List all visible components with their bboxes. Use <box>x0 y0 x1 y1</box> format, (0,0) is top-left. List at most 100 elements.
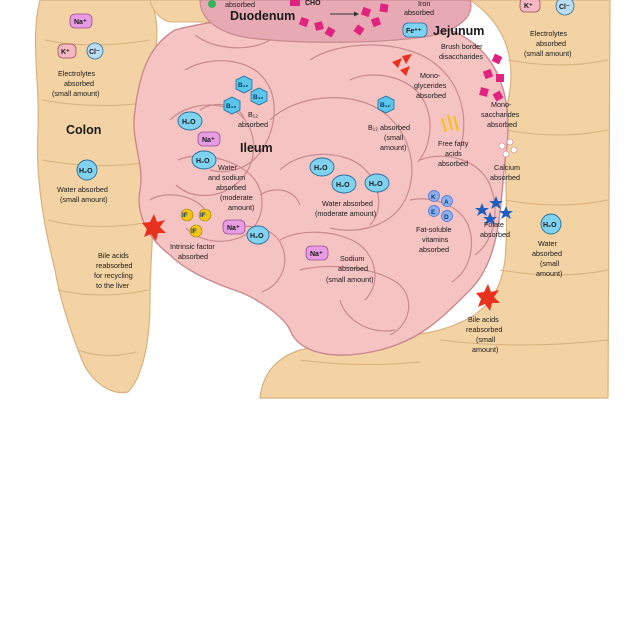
small-intestine <box>133 14 509 356</box>
green-molecule-icon <box>208 0 216 8</box>
na-molecule-icon-center <box>305 245 329 261</box>
water-molecule-icon-ileum <box>177 111 203 131</box>
monosaccharides-2: saccharides <box>481 110 520 119</box>
free-fatty-3: absorbed <box>438 159 468 168</box>
water-right-2: absorbed <box>532 249 562 258</box>
b12-absorbed-2: absorbed <box>238 120 268 129</box>
fe-mol-text: Fe⁺⁺ <box>406 28 422 35</box>
monosaccharides-1: Mono- <box>491 100 512 109</box>
bile-right-2: reabsorbed <box>466 325 502 334</box>
calcium-icons <box>498 138 518 158</box>
b12-icons: B₁₂ B₁₂ B₁₂ B₁₂ <box>223 75 395 115</box>
disaccharide-icons <box>298 3 389 38</box>
water-mol-text-ileum-3: H₂O <box>250 233 264 240</box>
ileum-area: B₁₂ B₁₂ B₁₂ B₁₂ B₁₂ absorbed B₁₂ absorbe… <box>142 75 410 261</box>
electrolytes-left-3: (small amount) <box>52 89 100 98</box>
sodium-small-2: absorbed <box>338 264 368 273</box>
fat-soluble-2: vitamins <box>422 235 449 244</box>
water-sodium-1: Water <box>218 163 238 172</box>
intrinsic-1: Intrinsic factor <box>170 242 215 251</box>
svg-text:IF: IF <box>191 228 197 235</box>
svg-text:B₁₂: B₁₂ <box>253 94 263 101</box>
fat-soluble-3: absorbed <box>419 245 449 254</box>
fatty-acid-icons <box>440 114 460 133</box>
intrinsic-factor-icons: IF IF IF <box>180 208 212 238</box>
water-right-3: (small <box>540 259 560 268</box>
free-fatty-2: acids <box>445 149 462 158</box>
water-sodium-2: and sodium <box>208 173 245 182</box>
bile-acid-icon-left <box>142 214 166 241</box>
electrolytes-right-1: Electrolytes <box>530 29 568 38</box>
monoglycerides-2: glycerides <box>414 81 447 90</box>
k-mol-text-left: K⁺ <box>61 49 70 56</box>
jejunum-label: Jejunum <box>433 24 484 38</box>
cl-molecule-icon-right <box>555 0 575 16</box>
water-right-1: Water <box>538 239 558 248</box>
svg-text:IF: IF <box>182 212 188 219</box>
bile-left-1: Bile acids <box>98 251 129 260</box>
water-molecule-icon-ileum-3 <box>246 225 270 245</box>
k-molecule-icon <box>57 43 77 59</box>
water-mol-text-right: H₂O <box>543 222 557 229</box>
calcium-1: Calcium <box>494 163 520 172</box>
water-mol-text-ileum: H₂O <box>182 119 196 126</box>
cho-label: CHO <box>305 0 321 7</box>
na-mol-text-ileum: Na⁺ <box>202 137 215 144</box>
water-left-2: (small amount) <box>60 195 108 204</box>
brush-border-2: disaccharides <box>439 52 483 61</box>
monoglyceride-icons <box>392 54 412 76</box>
b12-small-3: amount) <box>380 143 406 152</box>
iron-label: Iron <box>418 0 430 8</box>
water-molecule-icon-right <box>540 213 562 235</box>
b12-absorbed-1: B₁₂ <box>248 110 258 119</box>
svg-text:K: K <box>431 194 436 201</box>
water-sodium-4: (moderate <box>220 193 253 202</box>
water-molecule-icon-ileum-2 <box>191 150 217 170</box>
folate-icons <box>475 196 513 225</box>
center-area: H₂O H₂O H₂O Water absorbed (moderate amo… <box>305 157 390 284</box>
svg-text:B₁₂: B₁₂ <box>226 103 236 110</box>
electrolytes-right-3: (small amount) <box>524 49 572 58</box>
svg-text:A: A <box>444 199 449 206</box>
fat-soluble-1: Fat-soluble <box>416 225 452 234</box>
na-mol-text-center: Na⁺ <box>310 251 323 258</box>
cl-molecule-icon <box>86 42 104 60</box>
sodium-small-1: Sodium <box>340 254 364 263</box>
duodenum-label: Duodenum <box>230 9 295 23</box>
water-mol-text-center-3: H₂O <box>369 181 383 188</box>
colon-label: Colon <box>66 123 101 137</box>
iron-absorbed-label: absorbed <box>404 8 434 17</box>
folate-1: Folate <box>484 220 504 229</box>
svg-text:D: D <box>444 214 449 221</box>
sodium-small-3: (small amount) <box>326 275 374 284</box>
monosaccharides-3: absorbed <box>487 120 517 129</box>
water-molecule-icon-center-2 <box>331 174 357 194</box>
water-mol-text-center-1: H₂O <box>314 165 328 172</box>
bile-right-3: (small <box>476 335 496 344</box>
bile-right-4: amount) <box>472 345 498 354</box>
electrolytes-left-2: absorbed <box>64 79 94 88</box>
folate-2: absorbed <box>480 230 510 239</box>
b12-small-2: (small <box>384 133 404 142</box>
colon-right-labels: K⁺ Cl⁻ Electrolytes absorbed (small amou… <box>466 0 575 354</box>
electrolytes-right-2: absorbed <box>536 39 566 48</box>
water-molecule-icon <box>76 159 98 181</box>
cho-chain-icon <box>290 0 300 6</box>
brush-border-icons <box>479 53 504 102</box>
fat-soluble-vitamin-icons: K A E D <box>428 190 453 222</box>
monoglycerides-1: Mono- <box>420 71 441 80</box>
water-molecule-icon-center-3 <box>364 173 390 193</box>
svg-text:IF: IF <box>200 212 206 219</box>
k-mol-text-right: K⁺ <box>524 3 533 10</box>
svg-text:B₁₂: B₁₂ <box>238 82 248 89</box>
water-mod-2: (moderate amount) <box>315 209 376 218</box>
water-mol-text-left: H₂O <box>79 168 93 175</box>
na-mol-text: Na⁺ <box>74 19 87 26</box>
jejunum-area: Fe⁺⁺ Jejunum Brush border disaccharides … <box>392 22 520 254</box>
na-mol-text-ileum-2: Na⁺ <box>227 225 240 232</box>
bile-left-3: for recycling <box>94 271 133 280</box>
bile-left-2: reabsorbed <box>96 261 132 270</box>
intestinal-loops <box>149 34 496 336</box>
svg-text:E: E <box>431 209 436 216</box>
